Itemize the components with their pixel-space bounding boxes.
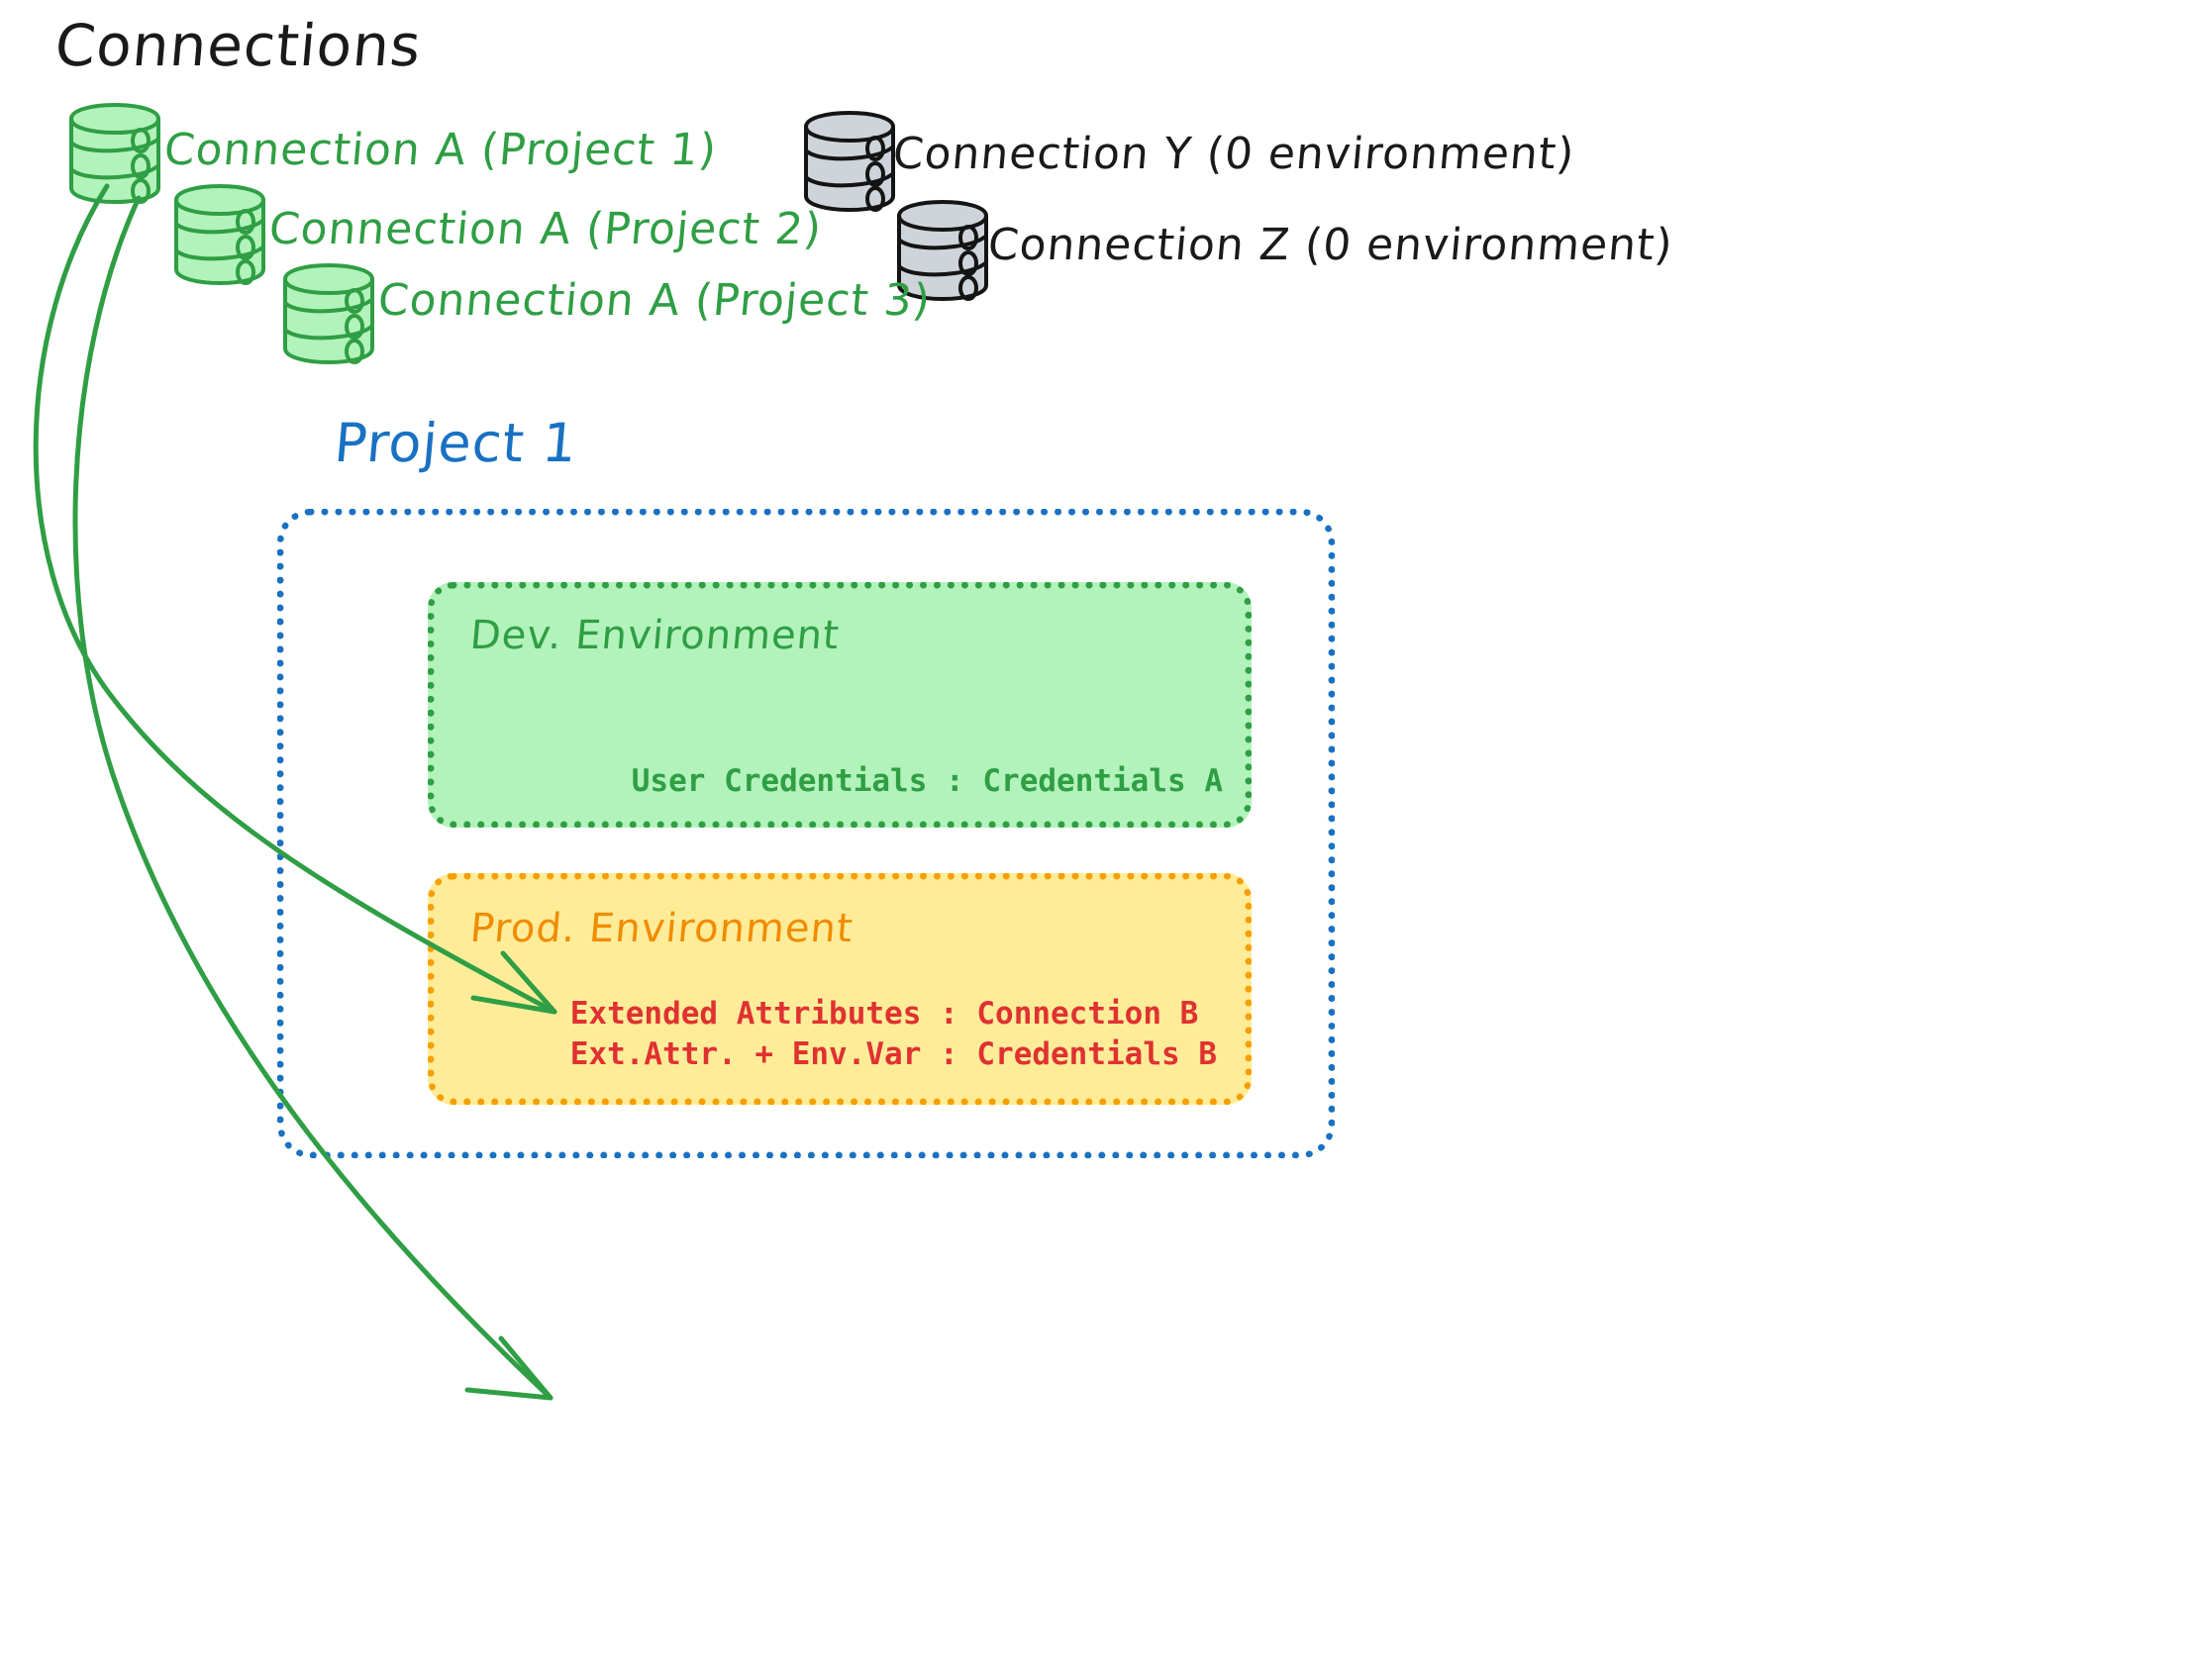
dev-row-user-credentials: User Credentials : Credentials A [631, 763, 1223, 800]
connection-label-a-project-2: Connection A (Project 2) [266, 204, 825, 254]
project-title: Project 1 [332, 412, 581, 474]
dev-environment-title: Dev. Environment [467, 613, 842, 658]
dev-environment-rows: User Credentials : Credentials A [632, 761, 1223, 803]
connection-label-a-project-1: Connection A (Project 1) [161, 125, 720, 175]
database-icon-connection-y [804, 111, 895, 212]
prod-environment-box: Prod. Environment Extended Attributes : … [428, 873, 1252, 1105]
prod-environment-rows: Extended Attributes : Connection B Ext.A… [570, 994, 1217, 1076]
database-icon-connection-z [897, 200, 988, 301]
prod-environment-title: Prod. Environment [467, 906, 855, 951]
database-icon-connection-a-project-1 [69, 103, 160, 204]
connection-label-z: Connection Z (0 environment) [985, 220, 1675, 270]
arrow-head-to-prod [464, 1335, 553, 1401]
connection-label-y: Connection Y (0 environment) [890, 129, 1577, 179]
database-icon-connection-a-project-3 [283, 263, 374, 364]
dev-environment-box: Dev. Environment User Credentials : Cred… [428, 582, 1252, 828]
prod-row-extended-attributes: Extended Attributes : Connection B [569, 995, 1199, 1032]
prod-row-ext-attr-env-var: Ext.Attr. + Env.Var : Credentials B [569, 1036, 1217, 1073]
page-title: Connections [52, 12, 425, 79]
database-icon-connection-a-project-2 [174, 184, 265, 285]
connection-label-a-project-3: Connection A (Project 3) [375, 275, 934, 326]
